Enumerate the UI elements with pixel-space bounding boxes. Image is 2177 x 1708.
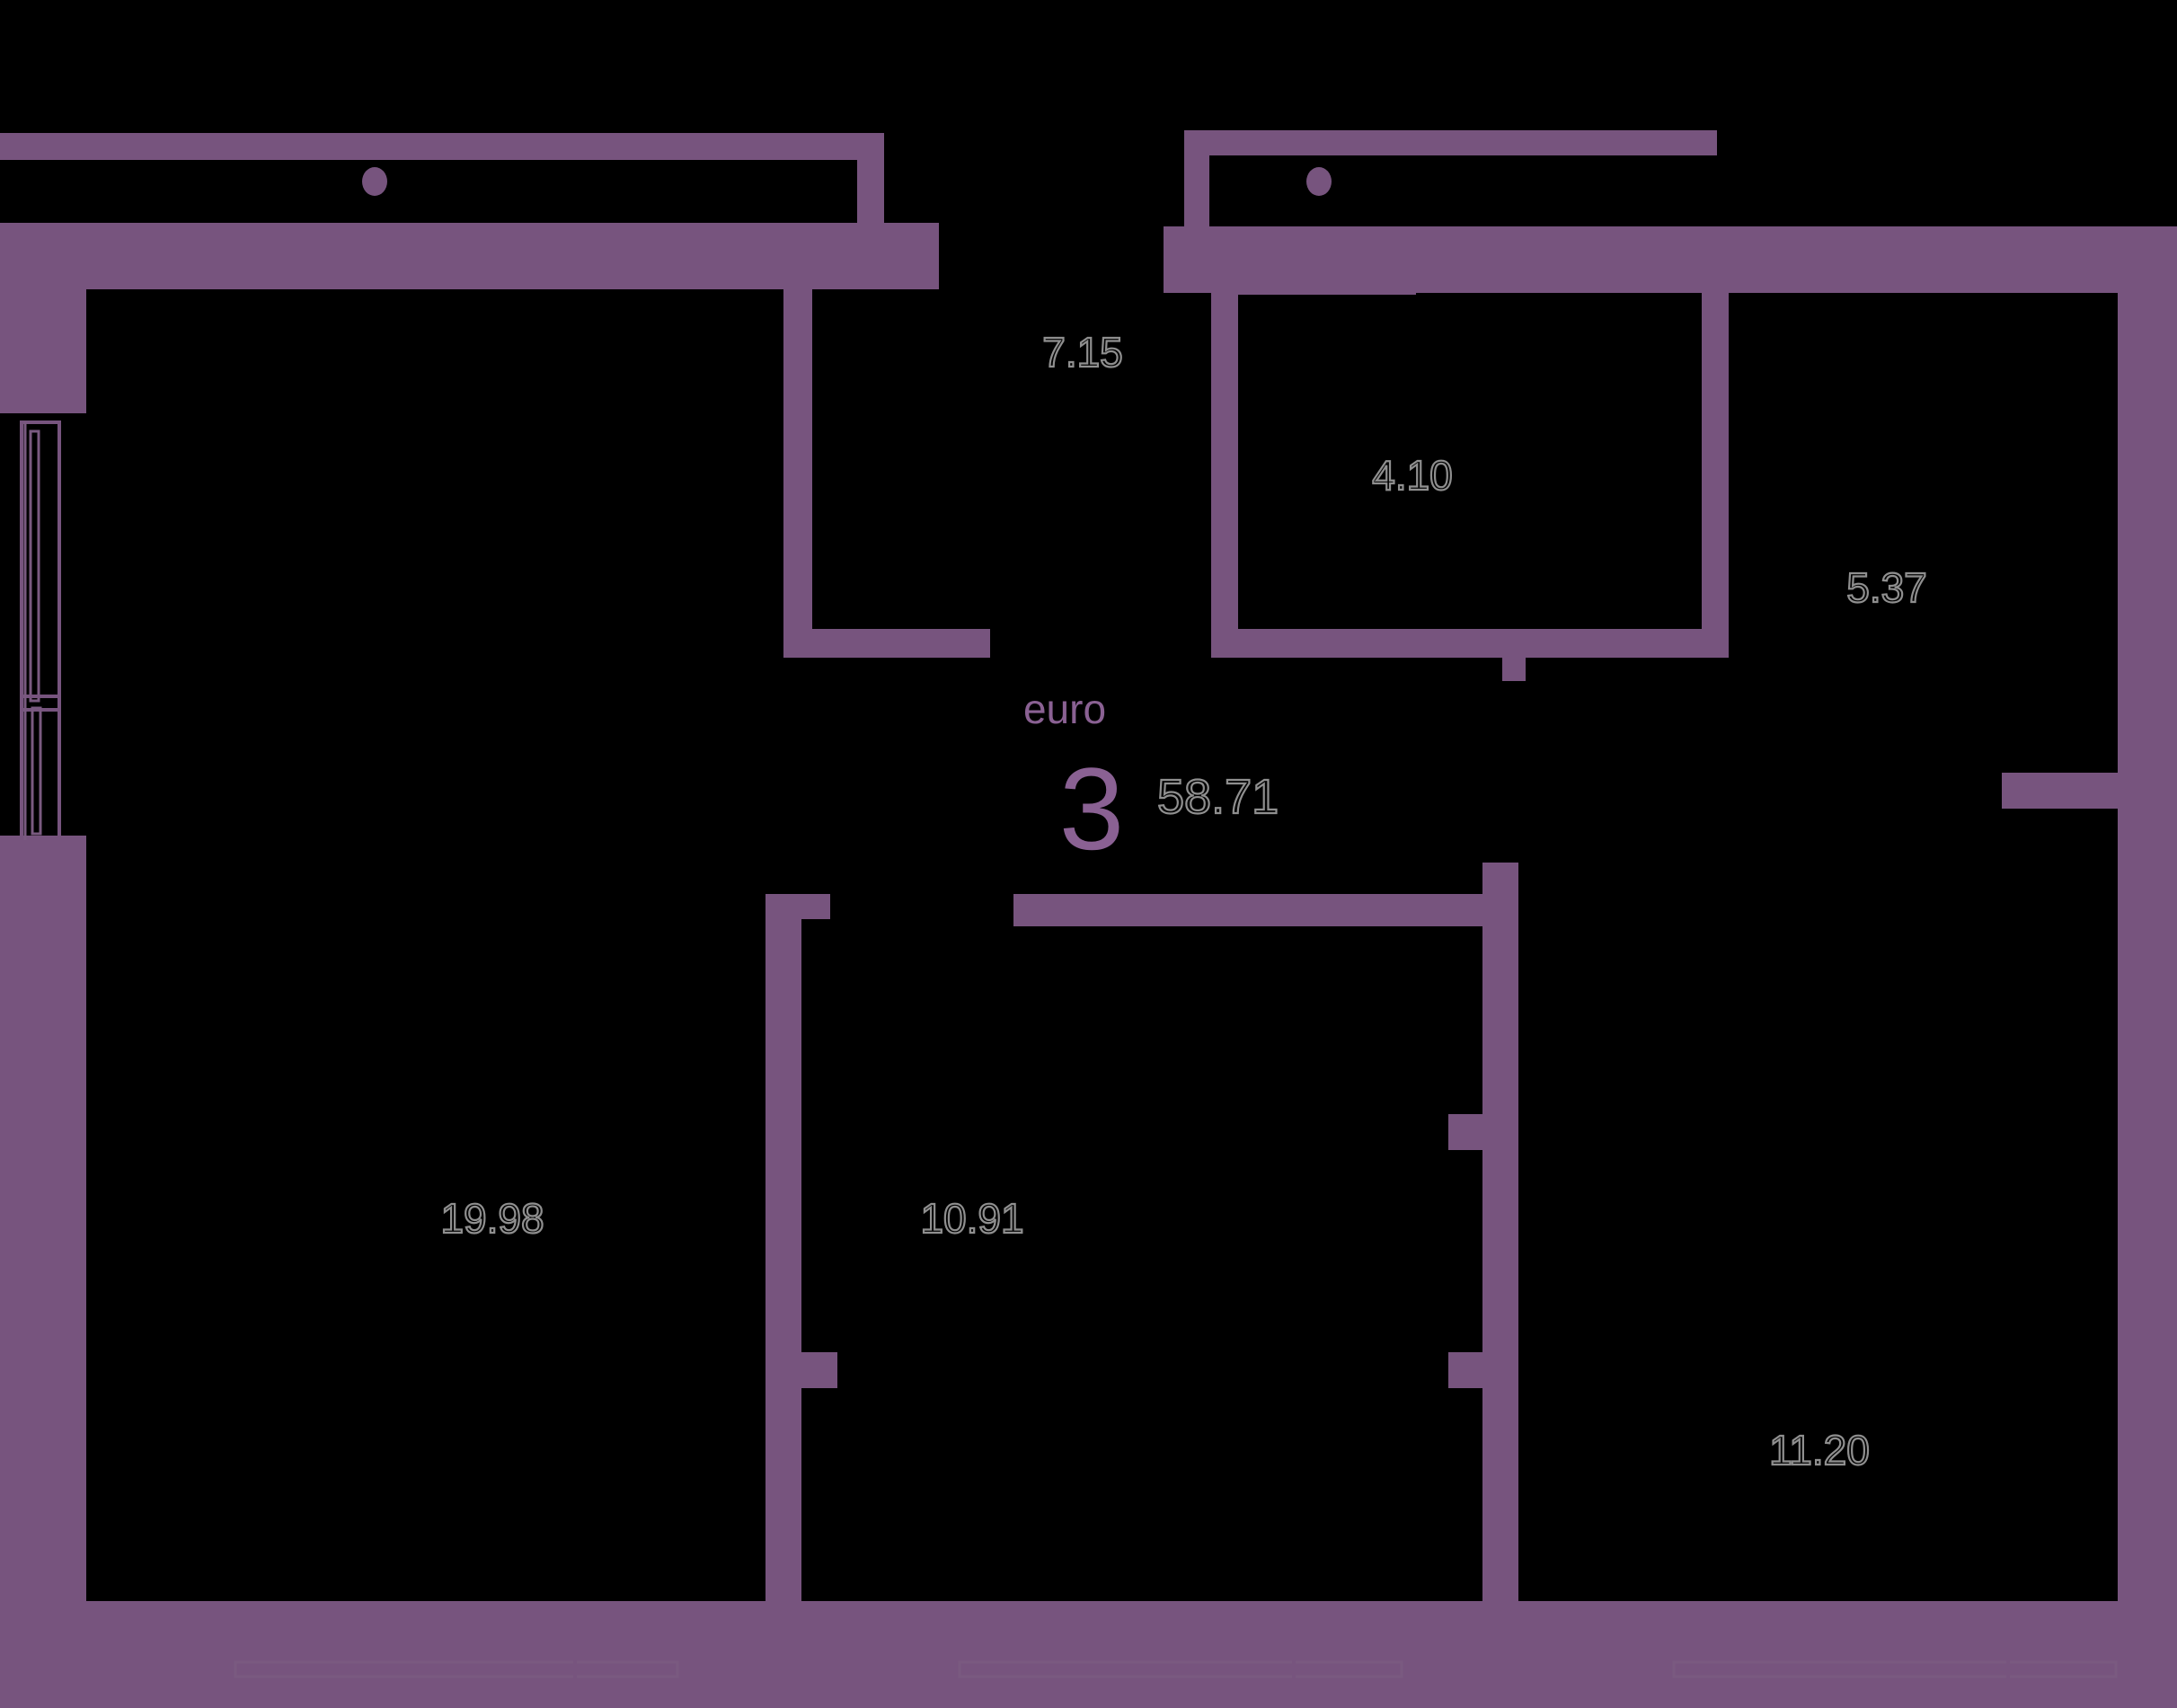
balcony-left-rail-right [857,133,884,227]
living-room-area-label: 19.98 [440,1195,544,1242]
jamb-right-left [1646,1601,1668,1708]
left-exterior-wall [0,836,86,1604]
wall-bedroom-right-jog-lower [1448,1352,1484,1388]
wall-top-left-exterior [0,223,939,289]
wall-hall-left-lower [783,480,812,634]
wall-bath-bottom [1211,629,1729,658]
wall-bedroom-right-lower [1482,1150,1518,1608]
wall-bedroom-top [1013,894,1499,926]
wall-bedroom-right-jog-upper [1448,1114,1484,1150]
bedroom-walls [765,863,1518,1608]
window-living-pane [234,1660,679,1678]
bottom-wall-jambs [207,1601,2149,1708]
wall-bath-doorjamb [1502,656,1526,681]
wall-bedroom-left-lower [765,1164,801,1608]
bathroom-walls [1211,257,1729,681]
wall-top-right-nub [1164,226,1214,293]
jamb-living-right [688,1601,710,1708]
window-left-pane-lower [31,706,42,836]
jamb-bedroom-left [934,1601,956,1708]
wall-bedroom-left-jog [801,1352,837,1388]
jamb-bedroom-right [1412,1601,1434,1708]
wall-hall-bottom [783,629,990,658]
window-right-pane [1672,1660,2118,1678]
jamb-right-right [2128,1601,2149,1708]
wall-left-exterior-lower [0,836,86,1604]
top-left-balcony [0,133,884,227]
wall-right-stub [2002,773,2177,809]
balcony-left-rail-top [0,133,884,160]
window-left-frame-lower [20,695,61,842]
wall-bedroom-left-upper [765,894,801,1164]
hall-walls [783,289,990,658]
kitchen-area-label: 5.37 [1846,564,1927,611]
window-bedroom-pane [958,1660,1403,1678]
wall-bath-shelf-top [1215,257,1414,266]
balcony-marker-right-icon [1306,167,1332,196]
rooms-count-label: 3 [1059,743,1124,874]
wall-bath-right [1702,293,1729,658]
wall-bedroom-right-upper [1482,863,1518,1150]
wall-bedroom-left-jamb [801,894,830,919]
second-bedroom-area-label: 11.20 [1769,1427,1870,1473]
balcony-marker-left-icon [362,167,387,196]
window-left-frame-upper [20,420,61,712]
left-window [20,420,61,842]
euro-layout-label: euro [1023,686,1106,732]
bottom-exterior-wall [0,1601,2177,1708]
hall-area-label: 7.15 [1042,329,1123,376]
wall-bottom-exterior [0,1601,2177,1708]
balcony-right-rail-left [1184,130,1209,231]
wall-top-left-pillar [0,223,86,413]
window-left-pane-upper [29,429,40,703]
wall-bath-shelf-bottom [1215,284,1414,295]
total-area-label: 58.71 [1157,770,1279,824]
top-exterior-walls [0,223,2177,413]
bathroom-area-label: 4.10 [1372,452,1453,499]
right-exterior-wall [2002,270,2177,1604]
wall-right-exterior [2118,270,2177,1604]
wall-hall-left-upper [783,289,812,480]
top-right-balcony [1184,130,1717,231]
jamb-living-left [207,1601,228,1708]
wall-bath-left [1211,289,1238,658]
bedroom-area-label: 10.91 [920,1195,1023,1242]
balcony-right-rail-top [1208,130,1717,155]
